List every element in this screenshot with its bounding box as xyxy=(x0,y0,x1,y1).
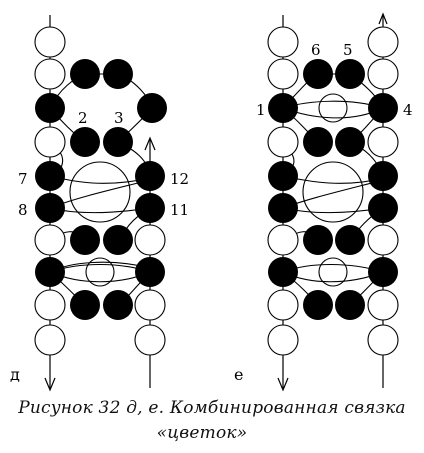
beadwork-diagram: 2 3 7 8 12 11 д xyxy=(10,12,413,392)
panel-e: 6 5 1 4 е xyxy=(234,12,413,392)
bead-black xyxy=(135,257,165,287)
bead-black xyxy=(268,193,298,223)
bead-open xyxy=(267,324,299,356)
bead-black xyxy=(35,93,65,123)
bead-black xyxy=(268,257,298,287)
label-3: 3 xyxy=(114,109,124,127)
bead-open xyxy=(267,224,299,256)
label-4: 4 xyxy=(403,101,413,119)
label-5: 5 xyxy=(343,41,353,59)
bead-open xyxy=(134,324,166,356)
bead-open xyxy=(34,224,66,256)
connecting-threads xyxy=(282,73,384,306)
label-11: 11 xyxy=(170,201,189,219)
bead-black xyxy=(335,225,365,255)
center-bead-large xyxy=(302,161,364,223)
bead-open xyxy=(267,58,299,90)
bead-black xyxy=(103,225,133,255)
bead-black xyxy=(137,93,167,123)
bead-black xyxy=(103,290,133,320)
bead-black xyxy=(368,161,398,191)
bead-black xyxy=(303,127,333,157)
bead-black xyxy=(70,59,100,89)
bead-black xyxy=(335,127,365,157)
bead-black xyxy=(368,257,398,287)
bead-open xyxy=(134,224,166,256)
figure-caption-line-2: «цветок» xyxy=(156,423,248,443)
bead-black xyxy=(303,225,333,255)
bead-black-11 xyxy=(135,193,165,223)
figure-caption-line-1: Рисунок 32 д, е. Комбинированная связка xyxy=(18,398,406,418)
open-beads xyxy=(34,26,166,356)
bead-open xyxy=(34,26,66,58)
bead-open xyxy=(367,289,399,321)
bead-black xyxy=(35,257,65,287)
bead-open xyxy=(367,324,399,356)
bead-black-5 xyxy=(335,59,365,89)
arrow-up xyxy=(144,136,156,151)
bead-open xyxy=(367,26,399,58)
bead-open xyxy=(34,58,66,90)
bead-black-12 xyxy=(135,161,165,191)
bead-open xyxy=(367,58,399,90)
bead-open xyxy=(34,289,66,321)
arrow-down xyxy=(44,377,56,392)
bead-open xyxy=(134,289,166,321)
open-beads xyxy=(267,26,399,356)
bead-open xyxy=(34,126,66,158)
bead-black-3 xyxy=(103,127,133,157)
bead-black xyxy=(103,59,133,89)
bead-small-open xyxy=(85,257,115,287)
bead-open xyxy=(367,224,399,256)
bead-open xyxy=(267,289,299,321)
bead-black-4 xyxy=(368,93,398,123)
label-7: 7 xyxy=(18,170,28,188)
panel-letter-e: е xyxy=(234,365,243,384)
bead-small-open xyxy=(318,257,348,287)
bead-open xyxy=(34,324,66,356)
bead-black-1 xyxy=(268,93,298,123)
label-8: 8 xyxy=(18,201,28,219)
bead-black xyxy=(303,290,333,320)
bead-black xyxy=(70,290,100,320)
arrow-down xyxy=(277,377,289,392)
bead-black-8 xyxy=(35,193,65,223)
bead-black xyxy=(70,225,100,255)
bead-open xyxy=(267,26,299,58)
label-1: 1 xyxy=(256,101,266,119)
bead-black-2 xyxy=(70,127,100,157)
label-2: 2 xyxy=(78,109,88,127)
bead-black xyxy=(368,193,398,223)
panel-d: 2 3 7 8 12 11 д xyxy=(10,15,189,392)
panel-letter-d: д xyxy=(10,365,20,384)
bead-black xyxy=(268,161,298,191)
bead-black-6 xyxy=(303,59,333,89)
black-beads xyxy=(268,59,398,320)
black-beads xyxy=(35,59,167,320)
bead-open xyxy=(267,126,299,158)
label-6: 6 xyxy=(311,41,321,59)
bead-open xyxy=(367,126,399,158)
arrow-up xyxy=(378,12,388,25)
center-bead-large xyxy=(69,161,131,223)
bead-black xyxy=(335,290,365,320)
label-12: 12 xyxy=(170,170,189,188)
bead-black-7 xyxy=(35,161,65,191)
bead-small-open xyxy=(318,93,348,123)
